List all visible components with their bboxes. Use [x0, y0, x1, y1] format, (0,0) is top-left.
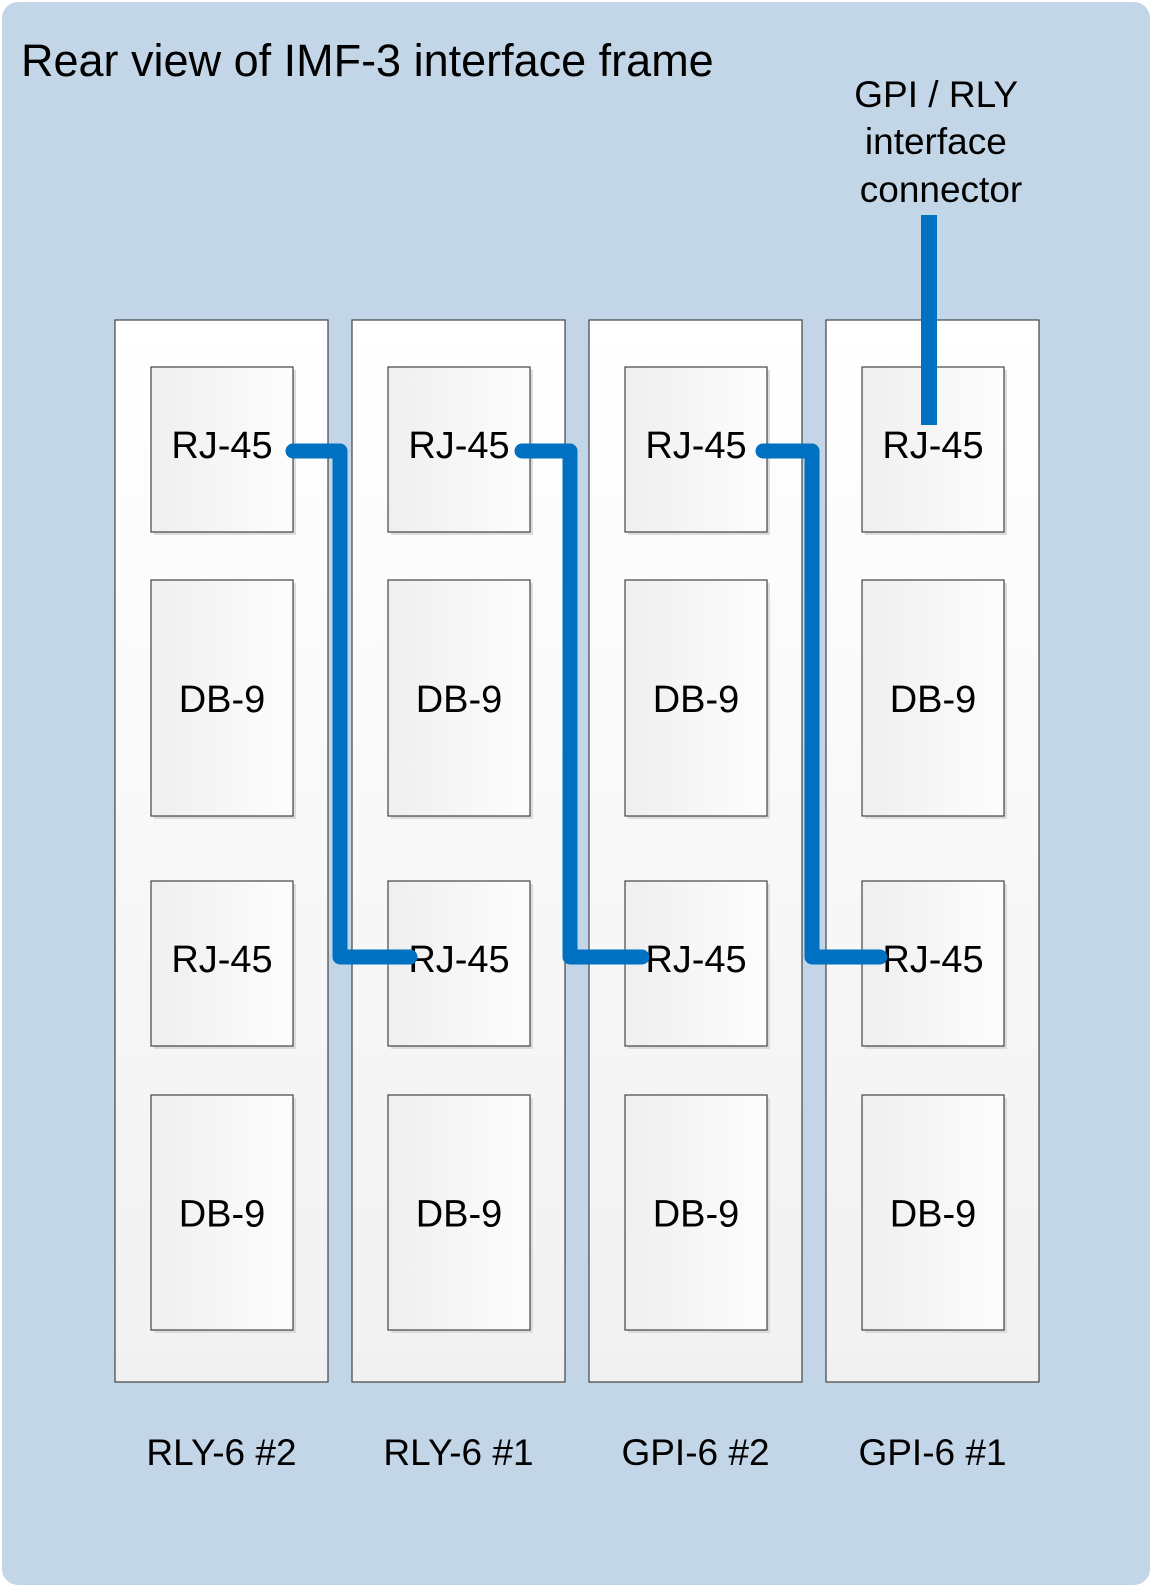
daisy-chain-wiring [285, 215, 937, 965]
db-9-port [624, 1094, 768, 1331]
port-label: DB-9 [416, 679, 503, 721]
callout-line: connector [860, 169, 1023, 210]
rj-45-port [624, 880, 768, 1047]
db-9-port [387, 1094, 531, 1331]
port-label: RJ-45 [882, 939, 983, 981]
port-label: DB-9 [890, 679, 977, 721]
port-label: RJ-45 [408, 939, 509, 981]
rj-45-port [624, 366, 768, 533]
port-label: RJ-45 [645, 425, 746, 467]
port-label: RJ-45 [171, 939, 272, 981]
card-label: GPI-6 #1 [858, 1432, 1006, 1473]
port-label: DB-9 [179, 1194, 266, 1236]
card-label: RLY-6 #2 [146, 1432, 296, 1473]
port-label: RJ-45 [408, 425, 509, 467]
port-label: DB-9 [653, 1194, 740, 1236]
rj-45-port [387, 366, 531, 533]
callout-line: interface [865, 121, 1007, 162]
db-9-port [861, 1094, 1005, 1331]
db-9-port [150, 1094, 294, 1331]
port-label: RJ-45 [882, 425, 983, 467]
port-label: RJ-45 [645, 939, 746, 981]
callout-label: GPI / RLY interface connector [854, 74, 1027, 210]
card-label: RLY-6 #1 [383, 1432, 533, 1473]
port-label: DB-9 [179, 679, 266, 721]
db-9-port [150, 579, 294, 817]
card-label: GPI-6 #2 [621, 1432, 769, 1473]
port-label: DB-9 [416, 1194, 503, 1236]
callout-line: GPI / RLY [854, 74, 1017, 115]
port-label: DB-9 [890, 1194, 977, 1236]
port-label: RJ-45 [171, 425, 272, 467]
port-label: DB-9 [653, 679, 740, 721]
db-9-port [387, 579, 531, 817]
wire [285, 443, 418, 965]
db-9-port [861, 579, 1005, 817]
rj-45-port [150, 880, 294, 1047]
diagram-title: Rear view of IMF-3 interface frame [21, 35, 714, 86]
db-9-port [624, 579, 768, 817]
wire [514, 443, 650, 965]
rj-45-port [861, 880, 1005, 1047]
wire [755, 443, 888, 965]
